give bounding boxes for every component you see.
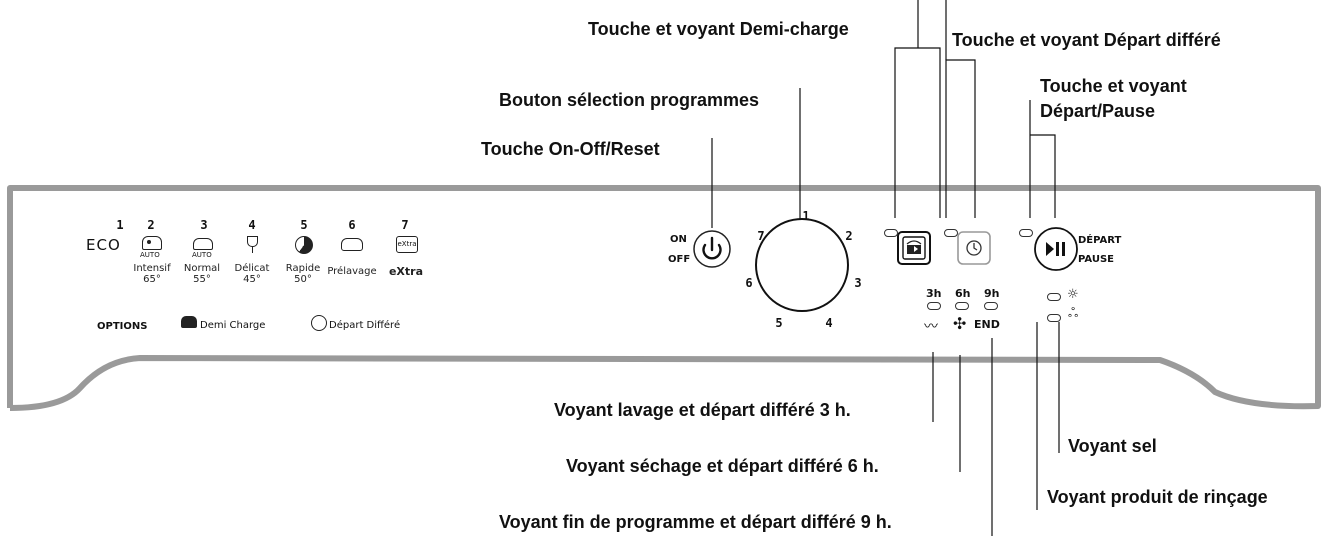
delay-9h-label: 9h <box>984 287 1000 300</box>
callout-depart-differe: Touche et voyant Départ différé <box>952 30 1221 50</box>
program-delicat-label: Délicat <box>234 263 270 274</box>
option-demi-charge-label: Demi Charge <box>200 320 266 331</box>
callout-voyant-rincage: Voyant produit de rinçage <box>1047 487 1268 507</box>
program-dial <box>755 218 849 312</box>
callout-voyant-9h: Voyant fin de programme et départ différ… <box>499 512 892 532</box>
options-label: OPTIONS <box>97 321 148 332</box>
program-number: 7 <box>401 218 409 232</box>
pot-auto-intensive-icon <box>142 236 162 250</box>
callout-depart-pause-line2: Départ/Pause <box>1040 101 1156 121</box>
program-number: 3 <box>200 218 208 232</box>
program-rapide-label: Rapide <box>285 263 321 274</box>
demi-charge-led <box>884 229 898 237</box>
program-dial-knob[interactable] <box>756 219 848 311</box>
dial-number: 5 <box>775 316 783 330</box>
intensive-dot <box>147 240 151 244</box>
dial-number: 1 <box>802 209 810 223</box>
wine-glass-stem <box>252 246 254 253</box>
delay-6h-label: 6h <box>955 287 971 300</box>
control-panel-outline <box>7 185 1321 411</box>
led-9h <box>984 302 998 310</box>
callout-voyant-3h: Voyant lavage et départ différé 3 h. <box>554 400 851 420</box>
program-rapide-temp: 50° <box>294 274 312 285</box>
callout-on-off-reset: Touche On-Off/Reset <box>481 139 660 159</box>
wash-icon: 〰 <box>924 318 938 334</box>
program-number: 4 <box>248 218 256 232</box>
program-eco-label: ECO <box>86 236 121 254</box>
program-intensif-temp: 65° <box>143 274 161 285</box>
depart-pause-led <box>1019 229 1033 237</box>
on-off-button[interactable] <box>694 231 730 267</box>
dial-number: 2 <box>845 229 853 243</box>
demi-charge-button[interactable] <box>898 232 930 264</box>
led-3h <box>927 302 941 310</box>
depart-label: DÉPART <box>1078 235 1122 246</box>
led-6h <box>955 302 969 310</box>
program-extra-label: eXtra <box>388 265 424 278</box>
program-normal-label: Normal <box>183 263 221 274</box>
program-prelavage-label: Prélavage <box>327 266 377 277</box>
demi-charge-icon <box>181 316 197 328</box>
auto-tag: AUTO <box>192 251 212 259</box>
dial-number: 3 <box>854 276 862 290</box>
callout-bouton-selection: Bouton sélection programmes <box>499 90 760 110</box>
depart-pause-button[interactable] <box>1035 228 1077 270</box>
program-number: 1 <box>116 218 124 232</box>
program-normal-temp: 55° <box>193 274 211 285</box>
depart-differe-led <box>944 229 958 237</box>
rinse-aid-led <box>1047 314 1061 322</box>
callout-demi-charge: Touche et voyant Demi-charge <box>588 19 849 39</box>
auto-tag: AUTO <box>140 251 160 259</box>
pause-label: PAUSE <box>1078 254 1114 265</box>
off-label: OFF <box>668 254 691 265</box>
callout-voyant-sel: Voyant sel <box>1068 436 1157 456</box>
program-intensif-label: Intensif <box>133 263 171 274</box>
on-label: ON <box>670 234 687 245</box>
sun-icon: ☼ <box>1067 287 1079 302</box>
dial-number: 4 <box>825 316 833 330</box>
program-delicat-temp: 45° <box>243 274 261 285</box>
end-label: END <box>974 318 1000 331</box>
fan-dry-icon: ✣ <box>953 314 967 333</box>
extra-box-icon: eXtra <box>396 236 418 253</box>
pot-auto-icon <box>193 238 213 250</box>
program-number: 2 <box>147 218 155 232</box>
option-depart-differe-label: Départ Différé <box>329 320 401 331</box>
callout-voyant-6h: Voyant séchage et départ différé 6 h. <box>566 456 879 476</box>
program-number: 6 <box>348 218 356 232</box>
salt-led <box>1047 293 1061 301</box>
depart-differe-button[interactable] <box>958 232 990 264</box>
dial-number: 6 <box>745 276 753 290</box>
prewash-pot-icon <box>341 238 363 251</box>
delay-3h-label: 3h <box>926 287 942 300</box>
callout-depart-pause-line1: Touche et voyant <box>1040 76 1187 96</box>
quick-clock-icon <box>295 236 313 254</box>
dial-number: 7 <box>757 229 765 243</box>
clock-icon <box>311 315 327 331</box>
program-number: 5 <box>300 218 308 232</box>
rinse-aid-icon: ஃ <box>1068 306 1079 321</box>
